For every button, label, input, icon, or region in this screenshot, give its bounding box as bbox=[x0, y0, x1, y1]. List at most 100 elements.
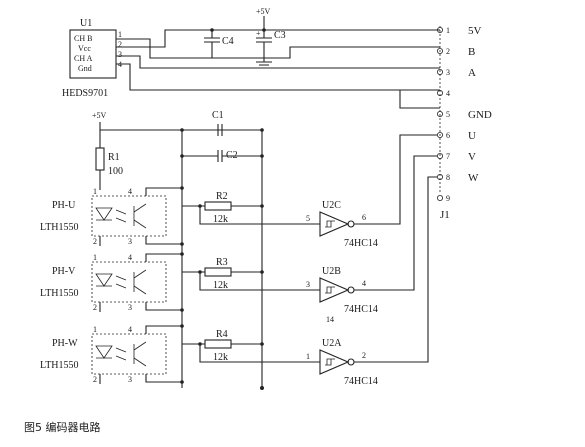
led-icon bbox=[95, 273, 113, 287]
wire-vcc-to-5v bbox=[116, 29, 440, 48]
light-arrow-icon bbox=[115, 209, 127, 223]
j1-pin-label: U bbox=[468, 130, 476, 142]
r1-body bbox=[95, 147, 105, 171]
c4-label: C4 bbox=[222, 36, 234, 47]
hysteresis-icon bbox=[325, 286, 335, 294]
gate-ic: 74HC14 bbox=[344, 304, 378, 315]
light-arrow-icon bbox=[115, 347, 127, 361]
j1-pin-label: 5V bbox=[468, 25, 482, 37]
encoder-part: HEDS9701 bbox=[62, 88, 108, 99]
junction bbox=[260, 204, 264, 208]
j1-pin-number: 6 bbox=[446, 131, 450, 140]
sensor-pin: 4 bbox=[128, 325, 132, 334]
sensor-part: LTH1550 bbox=[40, 288, 79, 299]
j1-pin-7 bbox=[436, 152, 443, 159]
j1-pin-number: 3 bbox=[446, 68, 450, 77]
wire-chb-to-b bbox=[116, 38, 440, 59]
led-icon bbox=[95, 207, 113, 221]
resistor-ref: R4 bbox=[216, 329, 228, 340]
gate-input-wire bbox=[199, 344, 320, 363]
encoder-wires bbox=[116, 29, 440, 109]
j1-pin-8 bbox=[436, 173, 443, 180]
j1-pin-number: 2 bbox=[446, 47, 450, 56]
encoder-body bbox=[69, 29, 117, 79]
pullup-resistor bbox=[204, 267, 232, 277]
c2-symbol bbox=[182, 150, 262, 162]
junction-c4-top bbox=[210, 28, 214, 32]
gate-ref: U2B bbox=[322, 266, 341, 277]
encoder-pin-num-2: 2 bbox=[118, 40, 122, 49]
sensor-pin: 2 bbox=[93, 375, 97, 384]
j1-pin-label: A bbox=[468, 67, 476, 79]
junction bbox=[198, 342, 202, 346]
figure-caption: 图5 编码器电路 bbox=[24, 420, 101, 434]
junction bbox=[180, 242, 184, 246]
gate-input-wire bbox=[199, 206, 320, 225]
r1-value: 100 bbox=[108, 166, 123, 177]
hall-supply: +5V bbox=[92, 111, 107, 120]
sensor-body bbox=[91, 333, 167, 375]
sensor-part: LTH1550 bbox=[40, 360, 79, 371]
c1-symbol bbox=[182, 124, 262, 136]
sensor-name: PH-W bbox=[52, 338, 78, 349]
j1-pin-label: V bbox=[468, 151, 476, 163]
resistor-value: 12k bbox=[213, 214, 228, 225]
sensor-pin: 2 bbox=[93, 237, 97, 246]
gate-output-wire bbox=[354, 155, 437, 291]
j1-pin-3 bbox=[436, 69, 443, 76]
j1-pin-label: B bbox=[468, 46, 475, 58]
sensor-emitter-wire bbox=[145, 236, 182, 245]
junction bbox=[180, 186, 184, 190]
gate-out-pin: 2 bbox=[362, 351, 366, 360]
sensor-collector-wire bbox=[145, 187, 182, 196]
j1-pin-number: 8 bbox=[446, 173, 450, 182]
c3-label: C3 bbox=[274, 30, 286, 41]
junction bbox=[180, 308, 184, 312]
resistor-ref: R2 bbox=[216, 191, 228, 202]
schmitt-inverter bbox=[319, 277, 350, 303]
wire-cha-to-a bbox=[116, 55, 440, 69]
sensor-name: PH-V bbox=[52, 266, 76, 277]
sensor-pin: 1 bbox=[93, 253, 97, 262]
gate-in-pin: 1 bbox=[306, 352, 310, 361]
gate-output-wire bbox=[354, 176, 437, 363]
gate-out-pin: 4 bbox=[362, 279, 366, 288]
gate-out-pin: 6 bbox=[362, 213, 366, 222]
j1-pin-5 bbox=[436, 111, 443, 118]
sensor-part: LTH1550 bbox=[40, 222, 79, 233]
encoder-ref: U1 bbox=[80, 18, 92, 29]
sensor-pin: 1 bbox=[93, 187, 97, 196]
sensor-pin: 3 bbox=[128, 237, 132, 246]
sensor-pin: 2 bbox=[93, 303, 97, 312]
sensor-pin: 3 bbox=[128, 375, 132, 384]
j1-pin-number: 4 bbox=[446, 89, 450, 98]
resistor-value: 12k bbox=[213, 352, 228, 363]
resistor-ref: R3 bbox=[216, 257, 228, 268]
junction-bottom bbox=[260, 386, 264, 390]
gate-input-wire bbox=[199, 272, 320, 291]
wire-gnd-j1 bbox=[399, 90, 440, 109]
junction bbox=[260, 342, 264, 346]
j1-pin-number: 1 bbox=[446, 26, 450, 35]
junction bbox=[180, 324, 184, 328]
sensor-pin: 4 bbox=[128, 253, 132, 262]
junction bbox=[198, 204, 202, 208]
junction bbox=[260, 270, 264, 274]
resistor-value: 12k bbox=[213, 280, 228, 291]
phototransistor-icon bbox=[133, 341, 147, 367]
sensor-body bbox=[91, 195, 167, 237]
led-icon bbox=[95, 345, 113, 359]
gate-ic: 74HC14 bbox=[344, 376, 378, 387]
j1-pin-label: W bbox=[468, 172, 479, 184]
j1-ref: J1 bbox=[440, 209, 450, 221]
ground-icon bbox=[256, 61, 272, 69]
j1-pin-6 bbox=[436, 131, 443, 138]
sensor-pin: 4 bbox=[128, 187, 132, 196]
hysteresis-icon bbox=[325, 358, 335, 366]
